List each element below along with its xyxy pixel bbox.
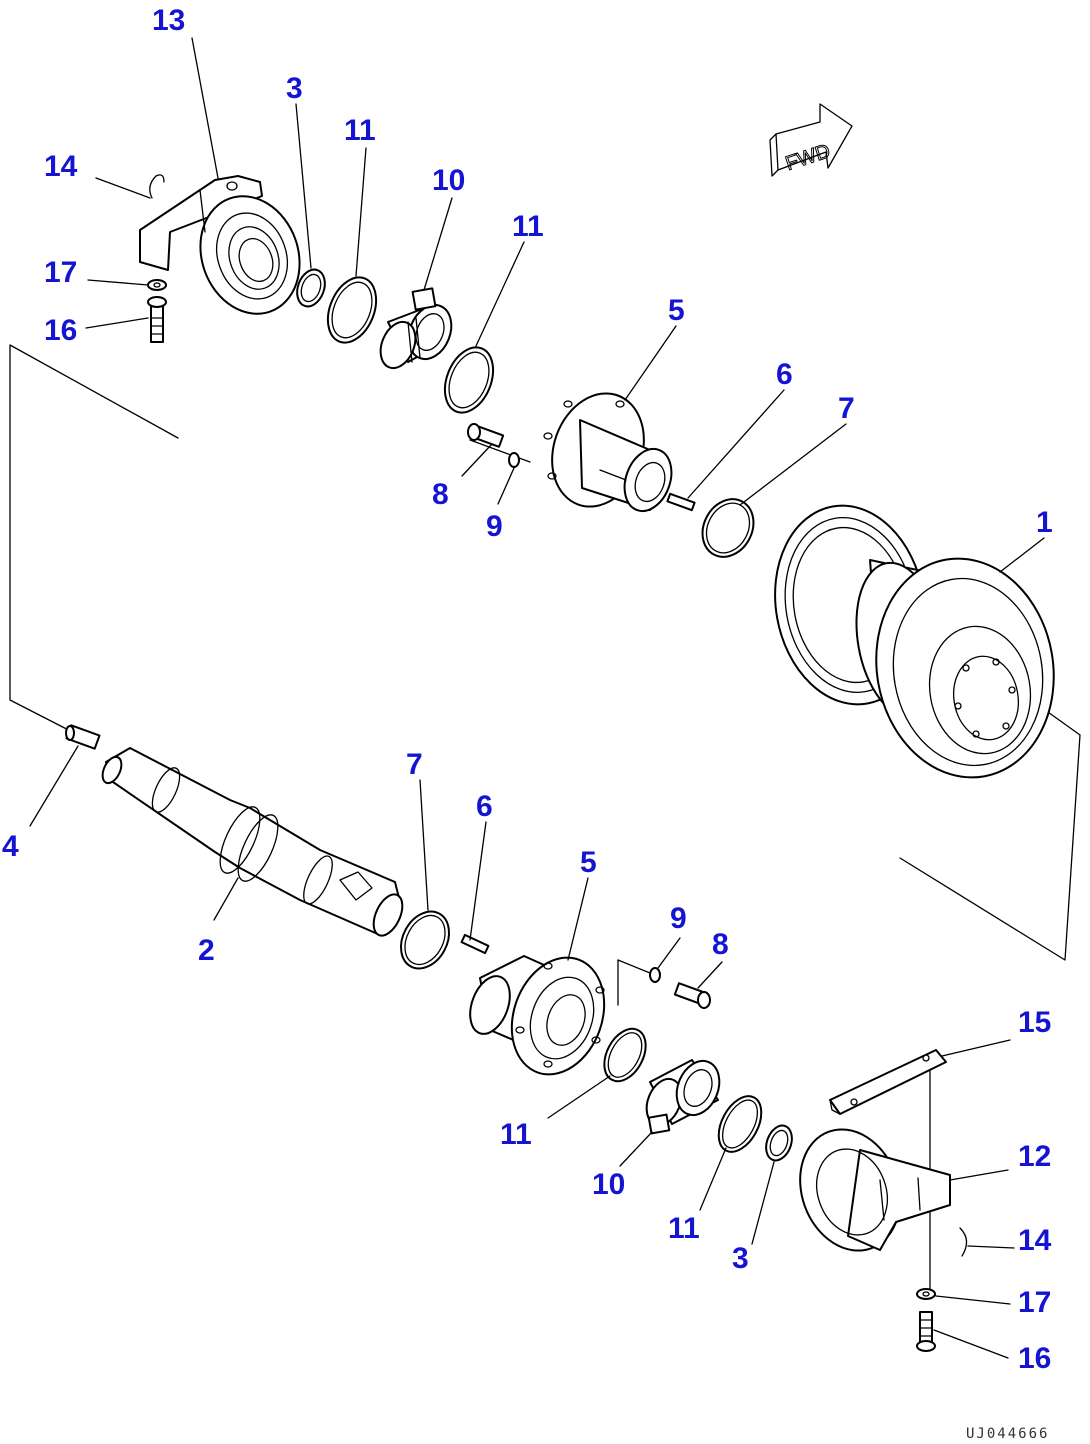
callout-6-bottom: 6 <box>476 790 493 823</box>
collar-5-top <box>543 392 673 512</box>
callout-4: 4 <box>2 830 19 863</box>
callout-5-bottom: 5 <box>580 846 597 879</box>
bolt-8-bottom <box>673 982 711 1009</box>
callout-2: 2 <box>198 934 215 967</box>
callout-11-top-b: 11 <box>512 210 544 243</box>
shaft-2 <box>101 747 404 937</box>
callout-10-bottom: 10 <box>592 1168 625 1201</box>
callout-labels: 13 14 17 16 3 11 10 11 5 6 7 8 9 1 4 2 7… <box>2 4 1053 1375</box>
callout-leaders <box>29 37 1045 1359</box>
callout-11-bottom-b: 11 <box>668 1212 700 1245</box>
o-ring-11-bottom-b <box>717 1095 763 1153</box>
bolt-16-top <box>147 296 167 343</box>
housing-12 <box>799 1128 968 1257</box>
track-roller-1 <box>774 504 1055 779</box>
callout-15: 15 <box>1018 1006 1051 1039</box>
callout-16-bottom: 16 <box>1018 1342 1051 1375</box>
o-ring-11-bottom-a <box>603 1027 647 1083</box>
ring-3-bottom <box>765 1124 793 1162</box>
o-ring-11-top-a <box>326 276 378 344</box>
o-ring-11-top-b <box>443 346 495 414</box>
pin-6-top <box>666 492 696 512</box>
callout-14-bottom: 14 <box>1018 1224 1052 1257</box>
washer-17-top <box>147 279 167 291</box>
callout-11-bottom-a: 11 <box>500 1118 532 1151</box>
washer-17-bottom <box>916 1288 936 1300</box>
washer-9-bottom <box>649 967 661 983</box>
callout-6-top: 6 <box>776 358 793 391</box>
callout-13: 13 <box>152 4 185 37</box>
callout-9-bottom: 9 <box>670 902 687 935</box>
pin-6-bottom <box>460 933 490 955</box>
callout-17-top: 17 <box>44 256 77 289</box>
callout-11-top-a: 11 <box>344 114 376 147</box>
housing-13 <box>139 174 301 315</box>
plug-4 <box>65 724 101 750</box>
callout-16-top: 16 <box>44 314 77 347</box>
callout-17-bottom: 17 <box>1018 1286 1051 1319</box>
collar-5-bottom <box>469 955 606 1076</box>
bolt-8-top <box>467 423 505 448</box>
callout-8-top: 8 <box>432 478 449 511</box>
callout-8-bottom: 8 <box>712 928 729 961</box>
seal-10-top <box>379 287 453 370</box>
seal-10-bottom <box>645 1059 721 1135</box>
ring-3-top <box>296 268 326 308</box>
callout-10-top: 10 <box>432 164 465 197</box>
callout-3-bottom: 3 <box>732 1242 749 1275</box>
callout-1: 1 <box>1036 506 1053 539</box>
bolt-16-bottom <box>916 1311 936 1352</box>
callout-7-top: 7 <box>838 392 855 425</box>
reference-code: UJ044666 <box>966 1426 1049 1442</box>
washer-9-top <box>508 452 520 468</box>
assembly-lines <box>9 344 1081 1291</box>
o-ring-7-bottom <box>400 910 450 970</box>
callout-7-bottom: 7 <box>406 748 423 781</box>
callout-14-top: 14 <box>44 150 78 183</box>
callout-9-top: 9 <box>486 510 503 543</box>
callout-12: 12 <box>1018 1140 1051 1173</box>
plate-15 <box>829 1049 947 1115</box>
callout-5-top: 5 <box>668 294 685 327</box>
callout-3-top: 3 <box>286 72 303 105</box>
